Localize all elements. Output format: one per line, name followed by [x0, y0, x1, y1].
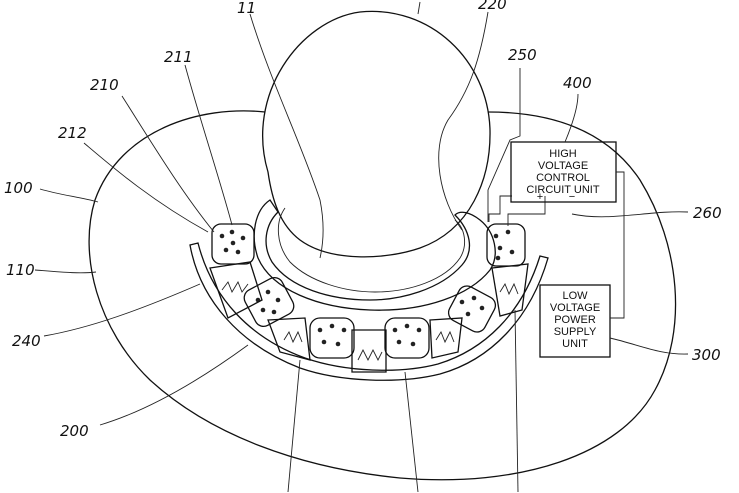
ref-300: 300 — [692, 346, 721, 364]
minus-terminal: − — [569, 191, 575, 203]
ref-400: 400 — [563, 74, 592, 92]
hv-label-line2: VOLTAGE — [538, 160, 588, 172]
housing-200 — [189, 242, 549, 381]
unit-connection — [610, 171, 625, 319]
cushion-body-100 — [88, 110, 677, 481]
ref-240: 240 — [12, 332, 41, 350]
ref-211: 211 — [164, 48, 193, 66]
magnet-blocks-210 — [211, 223, 526, 359]
ref-100: 100 — [4, 179, 33, 197]
lv-label-line1: LOW — [562, 290, 588, 302]
ref-250: 250 — [508, 46, 537, 64]
ref-220: 220 — [478, 0, 507, 13]
ref-110: 110 — [6, 261, 35, 279]
head-sphere-11 — [262, 10, 491, 258]
spring-cells-240 — [209, 261, 529, 373]
hv-label-line3: CONTROL — [536, 172, 590, 184]
leader-lines — [34, 1, 689, 493]
lv-label-line2: VOLTAGE — [550, 302, 600, 314]
hv-label-line4: CIRCUIT UNIT — [526, 184, 599, 196]
lv-label-line5: UNIT — [562, 338, 588, 350]
support-pad-220 — [253, 199, 496, 311]
lv-label-line3: POWER — [554, 314, 596, 326]
ref-200: 200 — [60, 422, 89, 440]
hv-label-line1: HIGH — [549, 148, 577, 160]
wiring-250 — [488, 195, 546, 226]
lv-power-unit-300: LOW VOLTAGE POWER SUPPLY UNIT — [539, 284, 611, 358]
hv-control-unit-400: HIGH VOLTAGE CONTROL CIRCUIT UNIT + − — [510, 141, 617, 203]
reference-numerals: 11 220 211 210 250 400 212 100 260 110 2… — [4, 0, 722, 440]
ref-260: 260 — [693, 204, 722, 222]
ref-210: 210 — [90, 76, 119, 94]
ref-212: 212 — [58, 124, 87, 142]
plus-terminal: + — [537, 191, 543, 203]
lv-label-line4: SUPPLY — [554, 326, 597, 338]
ref-11: 11 — [237, 0, 256, 17]
